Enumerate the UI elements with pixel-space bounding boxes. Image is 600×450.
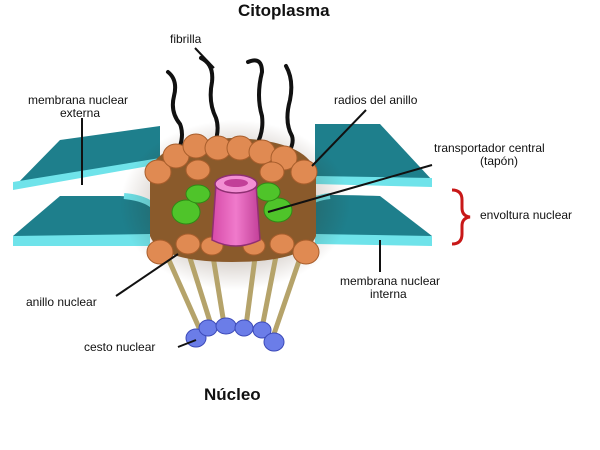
top-ring bbox=[144, 133, 318, 185]
ring-subunit bbox=[259, 161, 285, 183]
label-nuclear-ring: anillo nuclear bbox=[26, 295, 97, 309]
basket-bead bbox=[215, 317, 237, 335]
ring-subunit bbox=[292, 239, 320, 265]
leader-line bbox=[194, 47, 215, 69]
ring-subunit bbox=[175, 233, 201, 255]
label-central-transporter-line2: (tapón) bbox=[480, 154, 518, 168]
fibril bbox=[166, 70, 184, 148]
ring-subunit bbox=[269, 233, 295, 255]
ring-subunit bbox=[226, 135, 254, 161]
fibrils bbox=[166, 56, 295, 152]
basket-bead bbox=[263, 332, 285, 352]
basket-bead bbox=[198, 319, 218, 337]
title-nucleo: Núcleo bbox=[204, 385, 261, 404]
leader-line bbox=[115, 253, 179, 297]
label-outer-membrane-line1: membrana nuclear bbox=[28, 93, 128, 107]
basket-rods bbox=[165, 247, 303, 337]
ring-subunit bbox=[146, 239, 174, 265]
ring-subunit bbox=[185, 159, 211, 181]
fibril bbox=[284, 64, 295, 152]
basket-bead bbox=[252, 321, 272, 339]
ring-subunit bbox=[144, 159, 172, 185]
leader-lines bbox=[81, 47, 433, 348]
title-citoplasma: Citoplasma bbox=[238, 1, 330, 20]
label-inner-membrane-line2: interna bbox=[370, 287, 407, 301]
fibril bbox=[246, 58, 265, 148]
envelope-brace bbox=[451, 188, 471, 246]
fibril bbox=[199, 56, 220, 148]
label-basket: cesto nuclear bbox=[84, 340, 155, 354]
basket-beads bbox=[185, 317, 285, 352]
label-fibrilla: fibrilla bbox=[170, 32, 202, 46]
spoke-subunit bbox=[255, 182, 281, 202]
leader-line bbox=[267, 164, 433, 213]
label-central-transporter-line1: transportador central bbox=[434, 141, 545, 155]
leader-line bbox=[311, 109, 367, 167]
spoke-subunit bbox=[171, 199, 201, 225]
label-inner-membrane-line1: membrana nuclear bbox=[340, 274, 440, 288]
spokes bbox=[171, 182, 293, 225]
basket-bead bbox=[234, 319, 254, 337]
central-plug bbox=[211, 174, 261, 247]
leader-line bbox=[177, 339, 197, 348]
spoke-subunit bbox=[185, 184, 211, 204]
label-envelope: envoltura nuclear bbox=[480, 208, 572, 222]
bottom-ring bbox=[146, 233, 320, 265]
ring-subunit bbox=[290, 159, 318, 185]
label-outer-membrane-line2: externa bbox=[60, 106, 100, 120]
label-ring-spokes: radios del anillo bbox=[334, 93, 418, 107]
